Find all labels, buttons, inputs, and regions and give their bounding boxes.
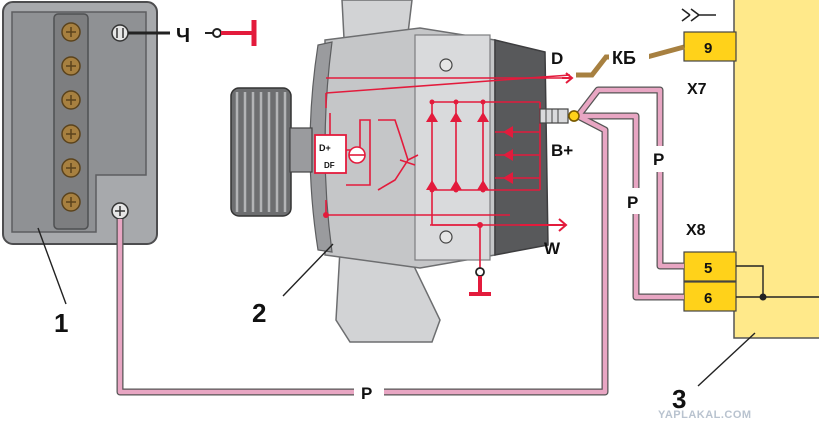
shaft: [289, 127, 313, 173]
pulley-grooves: [235, 92, 287, 212]
d-output-arrow: [562, 72, 574, 84]
pin-6: 6: [704, 290, 712, 307]
b-plus-stud: [539, 108, 569, 124]
battery-cell-caps: [61, 22, 81, 212]
label-regulator-df: DF: [324, 161, 335, 170]
junction-dot: [759, 293, 767, 301]
label-regulator-dplus: D+: [319, 143, 331, 153]
internal-circuit: [314, 74, 571, 280]
w-output-arrow: [520, 218, 568, 232]
alternator-ground-eye: [475, 267, 485, 277]
label-wire-p-bottom: P: [361, 384, 372, 403]
callout-3: 3: [672, 384, 686, 414]
battery-negative-terminal: [111, 24, 129, 42]
connector-x8-pin6-body: [683, 281, 737, 312]
callout-2: 2: [252, 298, 266, 328]
control-unit-box: [733, 0, 819, 339]
label-x7: X7: [687, 81, 707, 98]
connector-x7-body: [683, 31, 737, 62]
leader-2: [282, 243, 334, 297]
leader-1: [37, 227, 67, 305]
label-x8: X8: [686, 222, 706, 239]
alternator-regulator-housing: [414, 34, 491, 261]
cover-screw-bottom: [439, 230, 453, 244]
circuit-junctions: [323, 99, 486, 228]
cover-screw-top: [439, 58, 453, 72]
callout-1: 1: [54, 308, 68, 338]
internal-wire: [736, 265, 819, 298]
kb-wire: [576, 54, 614, 78]
leader-3: [697, 332, 756, 387]
label-wire-p-a: P: [653, 150, 664, 169]
x7-connector-symbol: [681, 8, 716, 22]
ground-wire-eye: [212, 28, 222, 38]
label-kb: КБ: [612, 48, 636, 68]
diodes: [426, 112, 513, 190]
label-b-plus: B+: [551, 141, 573, 160]
label-ground-wire: Ч: [176, 25, 190, 47]
watermark: YAPLAKAL.COM: [658, 409, 752, 421]
alternator-rear-cover: [494, 39, 549, 256]
connector-x8-pin5-body: [683, 251, 737, 282]
pin-5: 5: [704, 260, 712, 277]
kb-wire-right: [646, 44, 685, 60]
label-wire-p-b: P: [627, 193, 638, 212]
ground-symbol-alternator: [469, 276, 491, 296]
label-w-terminal: W: [544, 239, 561, 258]
label-d-terminal: D: [551, 49, 563, 68]
pin-9: 9: [704, 40, 712, 57]
